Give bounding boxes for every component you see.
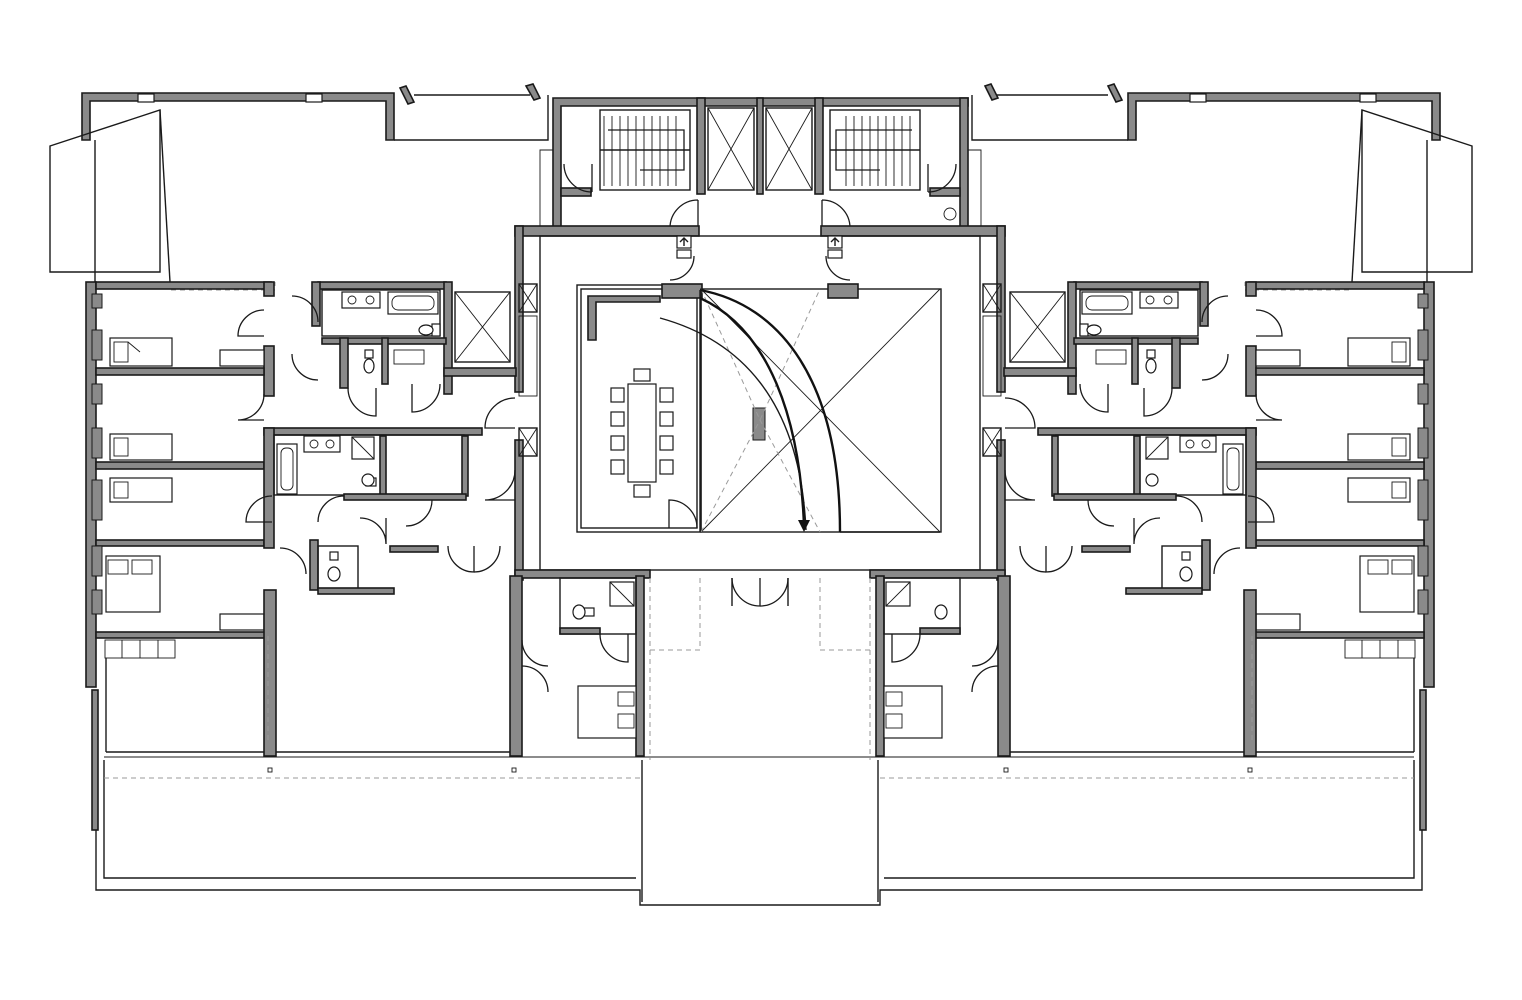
elevator-icon bbox=[518, 283, 538, 313]
toilet-icon bbox=[327, 551, 341, 582]
elevator-icon bbox=[765, 107, 813, 191]
elevator-icon bbox=[982, 427, 1002, 457]
stair-icon bbox=[599, 109, 691, 191]
bathtub-icon bbox=[387, 291, 439, 315]
bathtub-icon bbox=[1081, 291, 1133, 315]
toilet-icon bbox=[934, 604, 948, 620]
left-suites bbox=[91, 281, 645, 757]
sink-icon bbox=[1179, 435, 1217, 453]
toilet-icon bbox=[363, 349, 375, 374]
exit-arrow-icon bbox=[676, 235, 692, 259]
bed-icon bbox=[109, 433, 173, 461]
shower-icon bbox=[609, 581, 635, 607]
bed-icon bbox=[1359, 555, 1415, 613]
toilet-icon bbox=[1079, 323, 1102, 337]
elevator-icon bbox=[1009, 291, 1066, 363]
bed-icon bbox=[109, 337, 173, 367]
bed-icon bbox=[577, 685, 637, 739]
bed-icon bbox=[883, 685, 943, 739]
shower-icon bbox=[885, 581, 911, 607]
sink-icon bbox=[341, 291, 381, 309]
conference-table-icon bbox=[610, 368, 674, 498]
stair-icon bbox=[829, 109, 921, 191]
toilet-icon bbox=[361, 473, 377, 487]
right-suites bbox=[875, 281, 1429, 757]
exit-arrow-icon bbox=[827, 235, 843, 259]
elevator-icon bbox=[707, 107, 755, 191]
bathtub-icon bbox=[276, 443, 298, 495]
shower-icon bbox=[1145, 436, 1169, 460]
central-hall bbox=[484, 225, 1036, 760]
elevator-icon bbox=[982, 283, 1002, 313]
conference-room bbox=[576, 283, 703, 533]
sink-icon bbox=[303, 435, 341, 453]
atrium-void bbox=[659, 283, 942, 533]
toilet-icon bbox=[1145, 349, 1157, 374]
bathtub-icon bbox=[1222, 443, 1244, 495]
toilet-icon bbox=[1179, 551, 1193, 582]
elevator-icon bbox=[454, 291, 511, 363]
shower-icon bbox=[351, 436, 375, 460]
toilet-icon bbox=[572, 604, 595, 620]
terrace-markers bbox=[267, 767, 1253, 773]
service-core bbox=[539, 97, 982, 229]
sink-icon bbox=[1139, 291, 1179, 309]
bed-icon bbox=[105, 555, 161, 613]
bed-icon bbox=[1347, 433, 1411, 461]
building-envelope bbox=[49, 83, 1473, 906]
bed-icon bbox=[1347, 337, 1411, 367]
toilet-icon bbox=[1145, 473, 1159, 487]
toilet-icon bbox=[418, 323, 441, 337]
bed-icon bbox=[109, 477, 173, 503]
bed-icon bbox=[1347, 477, 1411, 503]
elevator-icon bbox=[518, 427, 538, 457]
